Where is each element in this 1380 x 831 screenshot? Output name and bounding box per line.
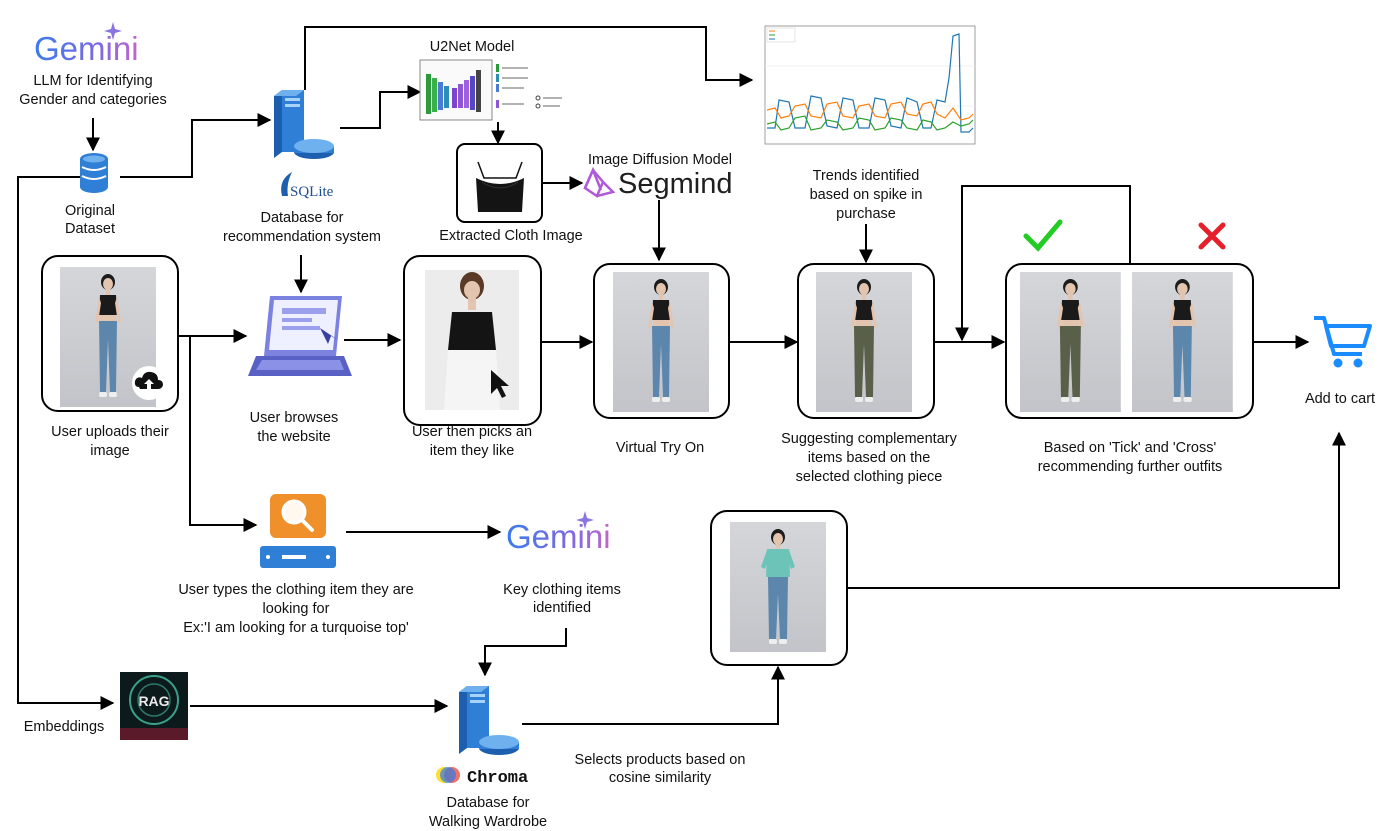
segmind-mark-icon — [583, 166, 616, 198]
llm-label-line1: LLM for Identifying — [33, 73, 152, 89]
complementary-items-card — [797, 263, 935, 419]
key-items-label-line1: Key clothing items — [503, 582, 621, 598]
browse-label-line1: User browses — [250, 410, 339, 426]
upload-label-line2: image — [90, 443, 130, 459]
rag-image: RAG — [120, 672, 188, 740]
edges — [17, 26, 1346, 725]
trends-chart-thumbnail — [755, 18, 980, 156]
svg-text:RAG: RAG — [138, 693, 169, 709]
diffusion-label: Image Diffusion Model — [588, 152, 732, 168]
dataset-database-icon — [80, 153, 108, 193]
feather-icon — [281, 172, 292, 196]
dataset-label-line2: Dataset — [65, 221, 115, 237]
svg-text:SQLite: SQLite — [290, 184, 334, 200]
suggest-label-line2: items based on the — [808, 450, 931, 466]
trends-label-line2: based on spike in — [810, 187, 923, 203]
trends-label-line3: purchase — [836, 206, 896, 222]
cart-label: Add to cart — [1305, 391, 1375, 407]
sparkle-icon — [104, 22, 122, 40]
dataset-label-line1: Original — [65, 203, 115, 219]
u2net-label: U2Net Model — [430, 39, 515, 55]
gemini-logo-top: Gemini — [34, 22, 139, 67]
cursor-icon — [491, 370, 509, 398]
search-engine-icon — [260, 494, 336, 568]
cosine-label-line2: cosine similarity — [609, 770, 712, 786]
pick-label-line1: User then picks an — [412, 424, 532, 440]
extracted-label: Extracted Cloth Image — [439, 228, 582, 244]
outfit-option-green — [1020, 272, 1121, 412]
upload-cloud-icon — [132, 366, 166, 400]
virtual-try-on-card — [593, 263, 730, 419]
trends-label-line1: Trends identified — [813, 168, 920, 184]
picked-item-card — [403, 255, 542, 426]
llm-label-line2: Gender and categories — [19, 92, 167, 108]
cross-icon — [1198, 222, 1226, 250]
extracted-cloth-image — [456, 143, 543, 223]
upload-image-card — [41, 255, 179, 412]
edge-dataset-to-sqlite — [120, 113, 272, 178]
tick-icon — [1023, 219, 1063, 252]
svg-text:Gemini: Gemini — [34, 30, 139, 67]
cosine-label-line1: Selects products based on — [575, 752, 746, 768]
edge-upload-to-search — [189, 336, 258, 532]
edge-result-to-cart — [848, 431, 1346, 589]
upload-label-line1: User uploads their — [51, 424, 169, 440]
db-rec-label-line2: recommendation system — [223, 229, 381, 245]
edge-gemini-to-chroma — [478, 628, 567, 677]
walking-wardrobe-result-card — [710, 510, 848, 666]
suggest-label-line1: Suggesting complementary — [781, 431, 957, 447]
search-label-line1: User types the clothing item they are — [178, 582, 413, 598]
laptop-website-icon — [248, 296, 352, 376]
svg-text:Segmind: Segmind — [618, 168, 732, 200]
key-items-label-line2: identified — [533, 600, 591, 616]
search-label-line2: looking for — [263, 601, 330, 617]
sparkle-icon — [576, 511, 594, 529]
gemini-logo-mid: Gemini — [506, 511, 611, 555]
edge-sqlite-to-trends-chart — [304, 26, 754, 90]
db-rec-label-line1: Database for — [260, 210, 343, 226]
edge-dataset-to-embeddings — [17, 176, 115, 710]
chroma-logo: Chroma — [436, 767, 528, 788]
edge-sqlite-to-u2net — [340, 85, 422, 129]
svg-text:Chroma: Chroma — [467, 769, 528, 788]
tick-label-line1: Based on 'Tick' and 'Cross' — [1044, 440, 1217, 456]
browse-label-line2: the website — [257, 429, 330, 445]
chroma-mark-icon — [436, 767, 460, 783]
edge-chroma-to-result — [522, 665, 785, 725]
outfit-option-jeans — [1132, 272, 1233, 412]
suggest-label-line3: selected clothing piece — [796, 469, 943, 485]
sqlite-logo: SQLite — [281, 172, 334, 200]
search-label-line3: Ex:'I am looking for a turquoise top' — [183, 620, 409, 636]
further-outfits-card — [1005, 263, 1254, 419]
chroma-server-icon — [459, 686, 519, 755]
u2net-architecture-image — [419, 59, 562, 121]
cart-icon — [1314, 316, 1372, 368]
pick-label-line2: item they like — [430, 443, 515, 459]
embeddings-label: Embeddings — [24, 719, 105, 735]
chroma-db-label-line1: Database for — [446, 795, 529, 811]
chroma-db-label-line2: Walking Wardrobe — [429, 814, 547, 830]
svg-text:Gemini: Gemini — [506, 518, 611, 555]
segmind-logo: Segmind — [583, 166, 732, 200]
tick-label-line2: recommending further outfits — [1038, 459, 1223, 475]
tryon-label: Virtual Try On — [616, 440, 704, 456]
sqlite-server-icon — [274, 90, 334, 159]
edge-cross-loop — [955, 185, 1131, 342]
